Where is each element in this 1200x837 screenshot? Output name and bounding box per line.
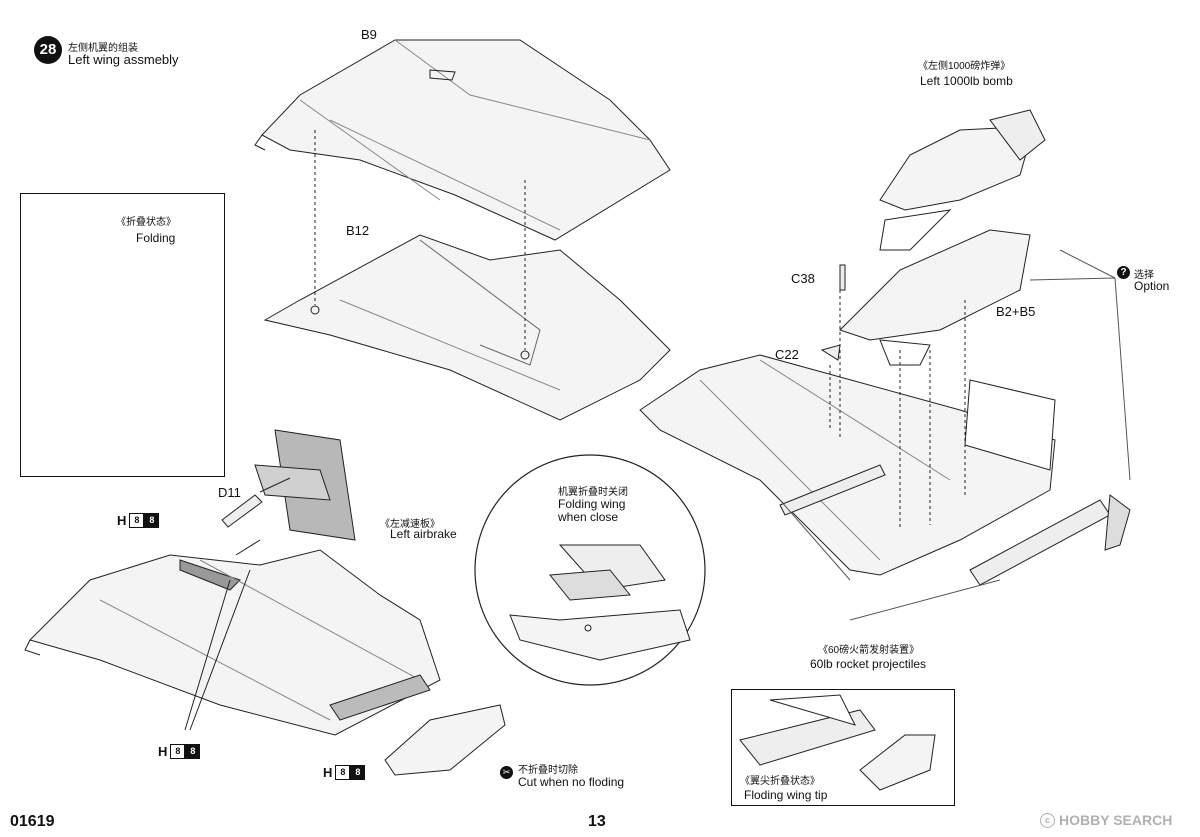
part-label-d11: D11 — [218, 485, 241, 500]
rocket-label-en: 60lb rocket projectiles — [810, 657, 927, 671]
right-wing-assembly — [639, 354, 1056, 576]
paint-code-1: H 8 8 — [117, 512, 160, 528]
step-title-en: Left wing assmebly — [68, 52, 179, 67]
part-label-c22: C22 — [775, 347, 799, 362]
option-label-en: Option — [1134, 279, 1170, 293]
paint-code-b: 8 — [350, 764, 366, 780]
kit-number: 01619 — [10, 813, 55, 830]
tip-label-en: Floding wing tip — [744, 788, 828, 802]
part-label-b12: B12 — [346, 223, 370, 238]
paint-code-letter: H — [323, 764, 333, 780]
folding-label-cn: 《折叠状态》 — [116, 217, 176, 228]
cut-label-cn: 不折叠时切除 — [518, 765, 578, 776]
paint-code-b: 8 — [185, 743, 201, 759]
step-number-badge: 28 — [34, 36, 62, 64]
rocket-label-cn: 《60磅火箭发射装置》 — [818, 645, 920, 656]
option-label-cn: 选择 — [1134, 270, 1154, 281]
main-wing — [29, 549, 441, 736]
paint-code-a: 8 — [170, 743, 186, 759]
paint-code-letter: H — [117, 512, 127, 528]
part-label-c38: C38 — [791, 271, 815, 286]
cut-label-en: Cut when no floding — [518, 775, 625, 789]
airbrake-label-en: Left airbrake — [390, 527, 457, 541]
watermark: c HOBBY SEARCH — [1040, 812, 1172, 828]
tip-label-cn: 《翼尖折叠状态》 — [740, 776, 820, 787]
drop-tank — [839, 229, 1031, 341]
cut-icon: ✂ — [500, 766, 513, 779]
option-icon: ? — [1117, 266, 1130, 279]
folding-label-en: Folding — [136, 231, 176, 245]
part-label-b2-b5: B2+B5 — [996, 304, 1036, 319]
bomb-label-cn: 《左侧1000磅炸弹》 — [918, 61, 1011, 72]
upper-wing-b9 — [261, 39, 671, 241]
lower-wing-b12 — [263, 234, 671, 421]
paint-code-2: H 8 8 — [158, 743, 201, 759]
paint-code-letter: H — [158, 743, 168, 759]
paint-code-a: 8 — [335, 764, 351, 780]
airbrake-label-cn: 《左减速板》 — [380, 519, 440, 530]
bomb-label-en: Left 1000lb bomb — [920, 74, 1013, 88]
watermark-text: HOBBY SEARCH — [1059, 812, 1173, 828]
paint-code-a: 8 — [129, 512, 145, 528]
copyright-icon: c — [1040, 812, 1055, 828]
paint-code-b: 8 — [144, 512, 160, 528]
page-number: 13 — [588, 813, 606, 830]
step-title-cn: 左侧机翼的组装 — [68, 43, 138, 54]
wing-tip-inset-box — [731, 689, 955, 806]
paint-code-3: H 8 8 — [323, 764, 366, 780]
close-label-cn: 机翼折叠时关闭 — [558, 487, 628, 498]
part-label-b9: B9 — [361, 27, 377, 42]
folding-inset-box — [20, 193, 225, 477]
close-label-en-1: Folding wing — [558, 497, 626, 511]
close-label-en-2: when close — [558, 510, 619, 524]
